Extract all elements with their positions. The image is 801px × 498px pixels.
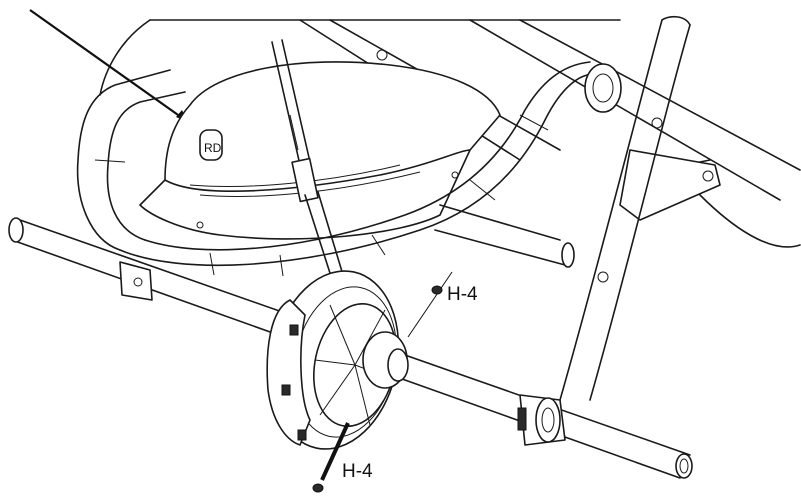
pointer-line [29, 9, 189, 123]
frame-rails [99, 19, 801, 248]
handlebar-tube [76, 61, 622, 277]
rear-frame-tube [434, 15, 691, 401]
h4-upper-label: H-4 [447, 284, 478, 305]
left-bracket [119, 261, 153, 301]
svg-text:RD: RD [204, 141, 222, 155]
hardware-h4-upper: H-4 [407, 271, 478, 338]
hardware-h4-lower: H-4 [312, 422, 373, 493]
right-hub [517, 394, 566, 446]
flywheel [266, 270, 409, 450]
seat: RD [139, 61, 501, 240]
h4-lower-label: H-4 [342, 461, 373, 482]
